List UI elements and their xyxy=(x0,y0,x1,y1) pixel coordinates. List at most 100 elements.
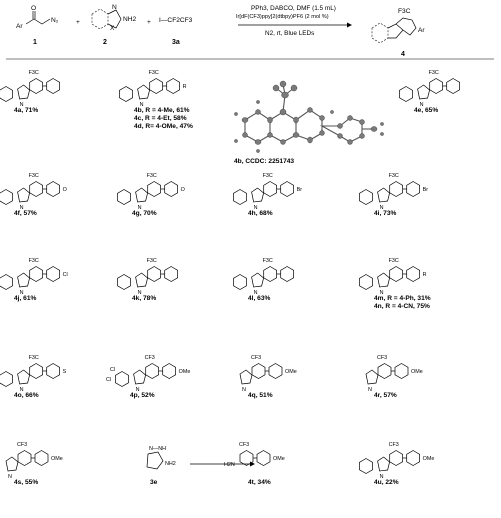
n-label: N xyxy=(380,474,384,480)
conditions-top: PPh3, DABCO, DMF (1.5 mL) xyxy=(251,5,336,12)
azole-ring xyxy=(365,369,379,385)
cf3-label: F3C xyxy=(429,70,439,76)
aryl-ring xyxy=(406,450,420,466)
xray-caption: 4b, CCDC: 2251743 xyxy=(234,158,294,165)
azole-ring xyxy=(251,272,264,288)
caption-4l-0: 4l, 63% xyxy=(248,295,270,302)
substituent-label: S xyxy=(63,369,67,375)
pyrimidine-ring xyxy=(149,78,163,94)
compound-4-label: 4 xyxy=(401,51,405,58)
azole-ring xyxy=(417,84,430,100)
n-label: N xyxy=(138,205,142,211)
aryl-ring xyxy=(256,450,271,466)
caption-4o-0: 4o, 66% xyxy=(14,392,39,399)
caption-4j-0: 4j, 61% xyxy=(14,295,36,302)
pyrimidine-ring xyxy=(389,181,403,197)
pyrimidine-ring xyxy=(389,450,403,466)
caption-4i-0: 4i, 73% xyxy=(374,210,396,217)
caption-4t-0: 4t, 34% xyxy=(248,479,271,486)
tetrazole-ring xyxy=(146,451,164,470)
benzo-ring xyxy=(119,86,133,102)
caption-4b-1: 4c, R = 4-Et, 58% xyxy=(134,115,187,122)
n-label: N xyxy=(380,290,384,296)
azole-ring xyxy=(377,456,390,472)
pyrimidine-ring xyxy=(239,450,254,466)
azole-ring xyxy=(251,187,264,203)
cf3-label: F3C xyxy=(29,173,39,179)
aryl-ring xyxy=(46,363,60,379)
benzo-ring xyxy=(0,371,13,387)
cf3-label: CF3 xyxy=(145,355,155,361)
benzo-ring xyxy=(117,189,131,205)
cf3-label: F3C xyxy=(29,355,39,361)
nh2-label: NH2 xyxy=(123,16,137,23)
cf3-label: F3C xyxy=(398,8,411,15)
svg-text:+: + xyxy=(147,19,151,26)
caption-4b-2: 4d, R= 4-OMe, 47% xyxy=(134,123,193,130)
svg-text:N: N xyxy=(112,4,117,11)
caption-4g-0: 4g, 70% xyxy=(132,210,157,217)
substituent-label: OMe xyxy=(179,369,191,375)
cf3-label: CF3 xyxy=(17,442,27,448)
h2n-label: H2N xyxy=(224,462,235,468)
cf3-label: F3C xyxy=(147,173,157,179)
n-label: N xyxy=(368,387,372,393)
cf3-label: F3C xyxy=(389,173,399,179)
caption-4s-0: 4s, 55% xyxy=(14,479,38,486)
aryl-ring xyxy=(46,181,60,197)
substituent-label: OMe xyxy=(273,456,285,462)
substituent-label: OMe xyxy=(411,369,423,375)
substituent-label: O xyxy=(181,187,185,193)
aryl-ring xyxy=(394,363,409,379)
pyrimidine-ring xyxy=(17,450,32,466)
caption-4p-0: 4p, 52% xyxy=(130,392,155,399)
n-label: N xyxy=(140,102,144,108)
cf3-label: F3C xyxy=(147,258,157,264)
product-4i: N F3C Br 4i, 73% xyxy=(359,173,429,217)
substituent-label: O xyxy=(63,187,67,193)
substituent-label: OMe xyxy=(285,369,297,375)
azole-ring xyxy=(377,187,390,203)
generic-product-structure: F3C Ar 4 xyxy=(371,8,425,58)
substituent-label: Br xyxy=(423,187,429,193)
n-label: N xyxy=(254,205,258,211)
benzo-ring xyxy=(233,274,247,290)
caption-4f-0: 4f, 57% xyxy=(14,210,37,217)
n-label: N xyxy=(20,102,24,108)
product-xray: 4b, CCDC: 2251743 xyxy=(234,158,294,165)
svg-text:N₂: N₂ xyxy=(51,17,59,24)
benzo-ring xyxy=(359,458,373,474)
pyrimidine-ring xyxy=(29,181,43,197)
caption-4a-0: 4a, 71% xyxy=(14,107,38,114)
aminoazole-structure: N X NH2 2 xyxy=(91,4,137,46)
pyrimidine-ring xyxy=(145,363,159,379)
caption-4m-0: 4m, R = 4-Ph, 31% xyxy=(374,295,431,302)
n-label: N xyxy=(420,102,424,108)
cl-label: Cl xyxy=(110,367,115,373)
aryl-ring xyxy=(166,78,180,94)
svg-text:O: O xyxy=(31,5,36,12)
pyrimidine-ring xyxy=(377,363,392,379)
benzo-ring xyxy=(359,189,373,205)
x-label: X xyxy=(110,25,115,32)
n-label: N xyxy=(138,290,142,296)
pyrimidine-ring xyxy=(263,181,277,197)
cf3-label: CF3 xyxy=(389,442,399,448)
n-label: N xyxy=(254,290,258,296)
benzo-ring xyxy=(0,274,13,290)
caption-4r-0: 4r, 57% xyxy=(374,392,397,399)
aryl-ring xyxy=(46,78,60,94)
azole-ring xyxy=(137,84,150,100)
substituent-label: OMe xyxy=(51,456,63,462)
azole-ring xyxy=(17,272,30,288)
cf3-label: F3C xyxy=(29,258,39,264)
n-label: N xyxy=(380,205,384,211)
